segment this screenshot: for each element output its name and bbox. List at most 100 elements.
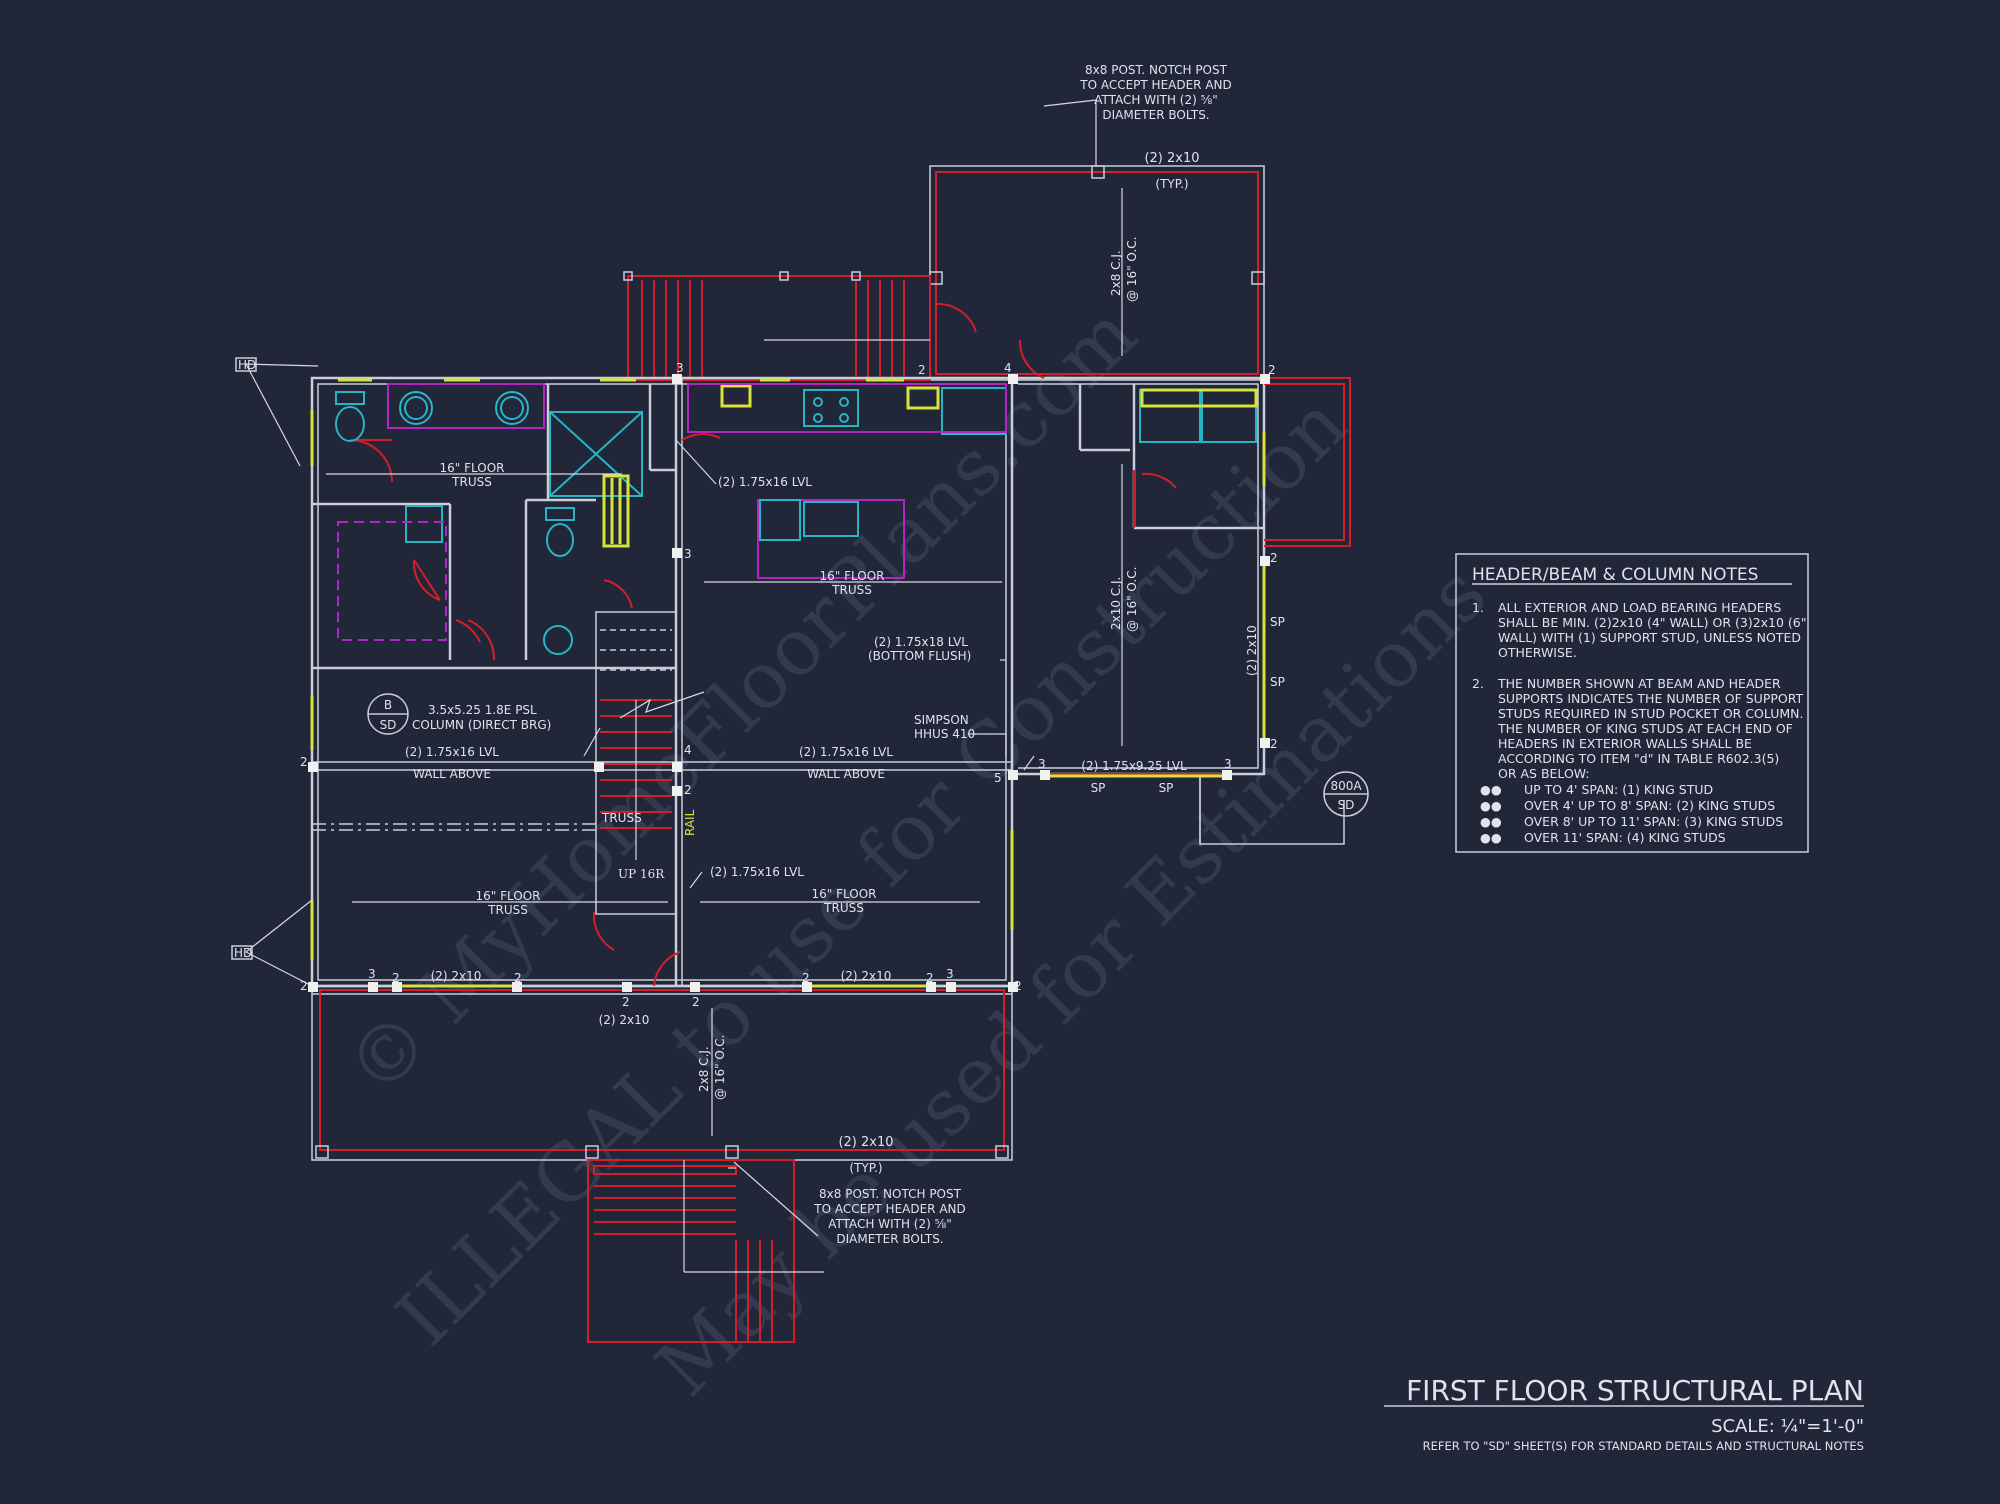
- porch-post: [1251, 271, 1265, 285]
- marker-b-top: B: [384, 698, 392, 712]
- note-1-line: SHALL BE MIN. (2)2x10 (4" WALL) OR (3)2x…: [1498, 615, 1807, 630]
- washer-icon: [1139, 389, 1201, 443]
- sp-label: SP: [1270, 615, 1285, 629]
- marker-800-bottom: SD: [1338, 798, 1355, 812]
- stud-count: 2: [926, 971, 934, 985]
- note-2-line: HEADERS IN EXTERIOR WALLS SHALL BE: [1498, 736, 1752, 751]
- sp-label: SP: [1270, 675, 1285, 689]
- callout-labels: 8x8 POST. NOTCH POST TO ACCEPT HEADER AN…: [405, 63, 1285, 1246]
- truss-label: TRUSS: [487, 903, 528, 917]
- bottom-header-label: (2) 2x10: [838, 1135, 893, 1150]
- wall-above-right: WALL ABOVE: [807, 767, 885, 781]
- top-post-note: TO ACCEPT HEADER AND: [1079, 78, 1232, 92]
- bottom-post-note: TO ACCEPT HEADER AND: [813, 1202, 966, 1216]
- psl-note: COLUMN (DIRECT BRG): [412, 718, 551, 732]
- bottom-post-note: 8x8 POST. NOTCH POST: [819, 1187, 962, 1201]
- stud-count: 3: [676, 361, 684, 375]
- stud-count: 3: [1038, 757, 1046, 771]
- note-number: 2.: [1472, 676, 1484, 691]
- rear-porch: [929, 165, 1265, 381]
- bottom-typ-label: (TYP.): [849, 1161, 882, 1175]
- rear-stair-outline: [627, 275, 931, 381]
- span-arrows: [245, 99, 1123, 1237]
- hd-label: HD: [234, 946, 252, 960]
- right-cj-spacing: @ 16" O.C.: [1125, 567, 1139, 632]
- stud-count: 4: [1004, 361, 1012, 375]
- front-stair: [587, 1159, 824, 1343]
- bottom-post-note: DIAMETER BOLTS.: [836, 1232, 943, 1246]
- stair-truss-label: TRUSS: [601, 811, 642, 825]
- stud-count: 3: [1224, 757, 1232, 771]
- stud-count: 5: [994, 771, 1002, 785]
- note-1-line: ALL EXTERIOR AND LOAD BEARING HEADERS: [1498, 600, 1781, 615]
- detail-marker-b: B SD: [367, 693, 409, 735]
- detail-marker-800a: 800A SD: [1323, 771, 1369, 817]
- bottom-post-note: ATTACH WITH (2) ⅝": [828, 1217, 952, 1231]
- marker-b-bottom: SD: [380, 718, 397, 732]
- header-label: (2) 2x10: [599, 1013, 650, 1027]
- stud-count: 2: [802, 971, 810, 985]
- stud-count: 4: [684, 743, 692, 757]
- drawing-reference: REFER TO "SD" SHEET(S) FOR STANDARD DETA…: [1423, 1439, 1864, 1453]
- porch-post: [1091, 165, 1105, 179]
- stud-count: 2: [392, 971, 400, 985]
- stud-count: 2: [300, 755, 308, 769]
- stud-count: 2: [1270, 737, 1278, 751]
- header-label: (2) 2x10: [431, 969, 482, 983]
- stud-count: 2: [514, 971, 522, 985]
- stud-count: 2: [692, 995, 700, 1009]
- stud-count: 3: [684, 547, 692, 561]
- truss-label: TRUSS: [451, 475, 492, 489]
- rail-label: RAIL: [683, 809, 697, 836]
- right-bump-beam: [1264, 377, 1351, 547]
- right-header-label: (2) 2x10: [1245, 625, 1259, 676]
- posts: [308, 374, 1270, 992]
- sink-icon: [399, 391, 433, 425]
- wall-above-left: WALL ABOVE: [413, 767, 491, 781]
- note-2-line: OR AS BELOW:: [1498, 766, 1590, 781]
- notes-heading: HEADER/BEAM & COLUMN NOTES: [1472, 565, 1758, 585]
- stud-count: 2: [684, 783, 692, 797]
- note-1-line: OTHERWISE.: [1498, 645, 1577, 660]
- truss-label: 16" FLOOR: [440, 461, 505, 475]
- note-1-line: WALL) WITH (1) SUPPORT STUD, UNLESS NOTE…: [1498, 630, 1801, 645]
- note-number: 1.: [1472, 600, 1484, 615]
- stud-count: 3: [946, 967, 954, 981]
- note-2-line: THE NUMBER OF KING STUDS AT EACH END OF: [1497, 721, 1793, 736]
- porch-beam: [935, 171, 1259, 375]
- bullet-icon: ●●: [1480, 798, 1502, 813]
- note-2-line: ACCORDING TO ITEM "d" IN TABLE R602.3(5): [1498, 751, 1779, 766]
- marker-800-top: 800A: [1330, 779, 1362, 793]
- truss-label: 16" FLOOR: [476, 889, 541, 903]
- stud-count: 2: [1268, 363, 1276, 377]
- sink-icon: [495, 391, 529, 425]
- stud-counts: 3 2 4 2 3 2 2 4 2 2 5 3 3 3 2 2 2 2 2 2 …: [300, 361, 1278, 1009]
- note-bullet: OVER 11' SPAN: (4) KING STUDS: [1524, 830, 1726, 845]
- top-typ-label: (TYP.): [1155, 177, 1188, 191]
- hd-label: HD: [238, 358, 256, 372]
- stud-count: 2: [622, 995, 630, 1009]
- shower-icon: [549, 411, 643, 497]
- hold-down-markers: HD HD: [231, 357, 257, 960]
- truss-label: TRUSS: [831, 583, 872, 597]
- stud-count: 2: [918, 363, 926, 377]
- toilet-icon: [546, 523, 574, 557]
- sink-icon: [543, 625, 573, 655]
- stud-count: 2: [1014, 979, 1022, 993]
- top-post-note: ATTACH WITH (2) ⅝": [1094, 93, 1218, 107]
- top-post-note: DIAMETER BOLTS.: [1102, 108, 1209, 122]
- window-headers: [310, 378, 1266, 988]
- note-2-line: SUPPORTS INDICATES THE NUMBER OF SUPPORT: [1498, 691, 1804, 706]
- toilet-icon: [335, 406, 365, 442]
- psl-label: 3.5x5.25 1.8E PSL: [428, 703, 537, 717]
- sp-label: SP: [1091, 781, 1106, 795]
- bullet-icon: ●●: [1480, 830, 1502, 845]
- drawing-title: FIRST FLOOR STRUCTURAL PLAN: [1406, 1374, 1864, 1407]
- bullet-icon: ●●: [1480, 814, 1502, 829]
- top-header-label: (2) 2x10: [1144, 151, 1199, 166]
- header-beam-column-notes: HEADER/BEAM & COLUMN NOTES 1. ALL EXTERI…: [1455, 553, 1809, 853]
- fixtures: [335, 383, 1258, 655]
- truss-label: TRUSS: [823, 901, 864, 915]
- lvl-left-label: (2) 1.75x16 LVL: [405, 745, 499, 759]
- top-cj-label: 2x8 C.J.: [1109, 250, 1123, 296]
